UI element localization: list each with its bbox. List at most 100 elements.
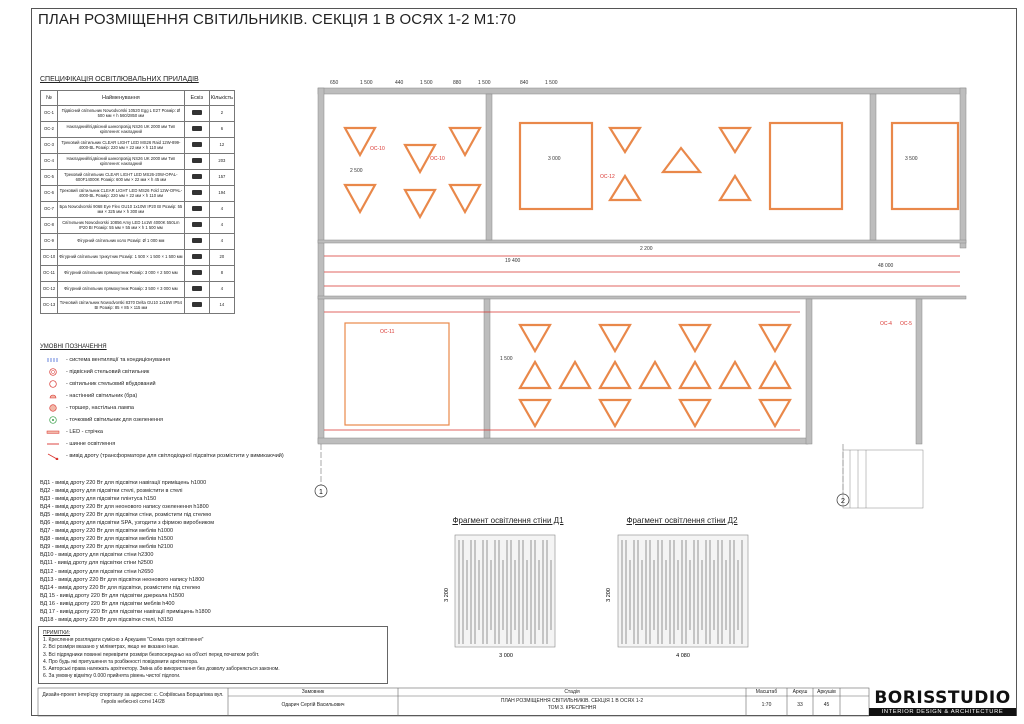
stamp-project: Дизайн-проект інтер'єру спортзалу за адр… — [42, 692, 224, 705]
rect-light-4 — [344, 322, 450, 426]
triangle-light-10 — [608, 173, 642, 202]
legend-item-recessed: - світильник стельовий вбудований — [44, 378, 284, 390]
fragment-d2-title: Фрагмент освітлення стіни Д2 — [626, 516, 738, 525]
led-strip-symbol — [46, 430, 60, 434]
triangle-light — [558, 359, 592, 390]
triangle-light — [758, 359, 792, 390]
outlet-item: ВД 15 - вивід дроту 220 Вт для підсвітки… — [40, 592, 185, 599]
legend-item-floor-lamp: - торшер, настільна лампа — [44, 402, 284, 414]
wall-bottom — [317, 437, 809, 445]
stamp-sheet: 33 — [797, 702, 803, 708]
fragment-d2-height: 3 200 — [606, 588, 612, 602]
triangle-light — [598, 323, 632, 354]
legend-item-track: - шинне освітлення — [44, 438, 284, 450]
triangle-light — [758, 398, 792, 429]
outlet-item: ВД8 - вивід дроту 220 Вт для підсвітки м… — [40, 536, 174, 543]
label-oc4: ОС-4 — [880, 321, 892, 327]
axis-markers: 1 2 — [314, 444, 850, 507]
label-oc12: ОС-12 — [600, 174, 615, 180]
spec-header-qty: Кількість — [208, 90, 236, 106]
wall-left — [317, 87, 325, 444]
note-item: 1. Креслення розглядати сумісно з Аркуше… — [43, 637, 204, 644]
plan-labels: ОС-10 ОС-10 ОС-12 ОС-11 ОС-4 ОС-5 — [370, 146, 912, 335]
spec-header-row: № Найменування Ескіз Кількість — [40, 90, 236, 106]
outlet-item: ВД12 - вивід дроту для підсвітки стіни h… — [40, 568, 154, 575]
logo-text: BORISSTUDIO — [874, 688, 1011, 708]
title-block: Дизайн-проект інтер'єру спортзалу за адр… — [38, 688, 1017, 716]
legend-item-led: - LED - стрічка — [44, 426, 284, 438]
note-item: 5. Авторські права належать архітектору.… — [43, 666, 280, 673]
rect-light-1 — [518, 121, 594, 211]
spec-cell-code: ОС-13 — [40, 297, 58, 314]
dim-top-0: 650 — [330, 80, 339, 86]
spec-cell-qty: 8 — [208, 265, 236, 282]
outlet-item: ВД6 - вивід дроту для підсвітки SPA, узг… — [40, 520, 215, 527]
outlet-item: ВД2 - вивід дроту для підсвітки стелі, р… — [40, 488, 183, 495]
outlet-item: ВД1 - вивід дроту 220 Вт для підсвітки н… — [40, 480, 207, 486]
stair-outline — [842, 449, 924, 509]
triangle-light-5 — [403, 188, 437, 220]
fragment-d1-strips — [458, 540, 552, 644]
axis-1-bubble — [314, 484, 328, 498]
triangle-light-11 — [718, 173, 752, 202]
stamp-sheets: 45 — [823, 702, 830, 708]
legend-label-greenery: - точковий світильник для озеленення — [66, 417, 164, 423]
wall-sconce-symbol — [49, 394, 57, 399]
triangle-light — [758, 323, 792, 354]
triangle-light-2 — [403, 143, 437, 175]
axis-1-label: 1 — [319, 489, 323, 496]
fragment-d2-width: 4 080 — [676, 653, 690, 659]
note-item: 3. Всі підрядники повинні перевірити роз… — [43, 651, 260, 658]
outlet-item: ВД 17 - вивід дроту 220 Вт для підсвітки… — [40, 608, 211, 615]
outlet-item: ВД11 - вивід дроту для підсвітки стіни h… — [40, 560, 153, 567]
spec-cell-code: ОС-8 — [40, 217, 58, 234]
legend-item-outlet: - вивід дроту (трансформатори для світло… — [44, 450, 284, 472]
label-oc10-b: ОС-10 — [430, 156, 445, 162]
triangle-light — [518, 359, 552, 390]
stair — [842, 449, 924, 509]
greenery-spot-symbol — [49, 416, 57, 424]
studio-logo: BORISSTUDIO INTERIOR DESIGN & ARCHITECTU… — [869, 688, 1016, 716]
dim-top-2: 440 — [395, 80, 404, 86]
triangle-light-6 — [448, 183, 482, 215]
stamp-sheets-label: Аркушів — [817, 689, 836, 695]
notes-list: 1. Креслення розглядати сумісно з Аркуше… — [43, 637, 383, 680]
wall-top — [317, 87, 967, 95]
note-item: 6. За умовну відмітку 0.000 прийнята рів… — [43, 673, 181, 680]
outlet-item: ВД14 - вивід дроту 220 Вт для підсвітки,… — [40, 584, 201, 591]
triangle-light — [598, 398, 632, 429]
wire-outlet-symbol — [47, 453, 59, 460]
legend-item-greenery: - точковий світильник для озеленення — [44, 414, 284, 426]
light-fixtures — [343, 121, 960, 426]
triangle-light — [678, 398, 712, 429]
fragment-d1: 3 000 3 200 — [444, 534, 556, 659]
label-oc5: ОС-5 — [900, 321, 912, 327]
legend-label-ventilation: - система вентиляції та кондиціонування — [66, 357, 171, 363]
ventilation-symbol — [47, 358, 59, 362]
wall-inner-b — [869, 93, 877, 241]
notes-title: ПРИМІТКИ: — [43, 630, 71, 636]
triangle-light — [718, 359, 752, 390]
stamp-customer-label: Замовник — [301, 689, 325, 695]
floor-lamp-symbol — [49, 404, 57, 412]
outlet-item: ВД 16 - вивід дроту 220 Вт для підсвітки… — [40, 600, 175, 607]
triangle-light — [598, 359, 632, 390]
stamp-customer: Одарич Сергій Васильович — [281, 702, 345, 708]
legend-label-led: - LED - стрічка — [66, 429, 103, 435]
wall-inner-a — [485, 93, 493, 241]
label-oc11: ОС-11 — [380, 329, 395, 335]
sheet-frame — [31, 8, 1017, 716]
triangle-light-8 — [608, 126, 642, 155]
track-lines — [324, 255, 960, 431]
notes-box: ПРИМІТКИ: 1. Креслення розглядати сумісн… — [38, 626, 388, 684]
logo-subtitle: INTERIOR DESIGN & ARCHITECTURE — [869, 708, 1016, 716]
outlet-item: ВД4 - вивід дроту 220 Вт для неонового н… — [40, 504, 209, 511]
rect-light-2 — [768, 121, 844, 211]
wall-mid-1 — [317, 239, 967, 244]
dimension-labels: 650 1 500 440 1 500 880 1 500 840 1 500 … — [330, 80, 918, 362]
